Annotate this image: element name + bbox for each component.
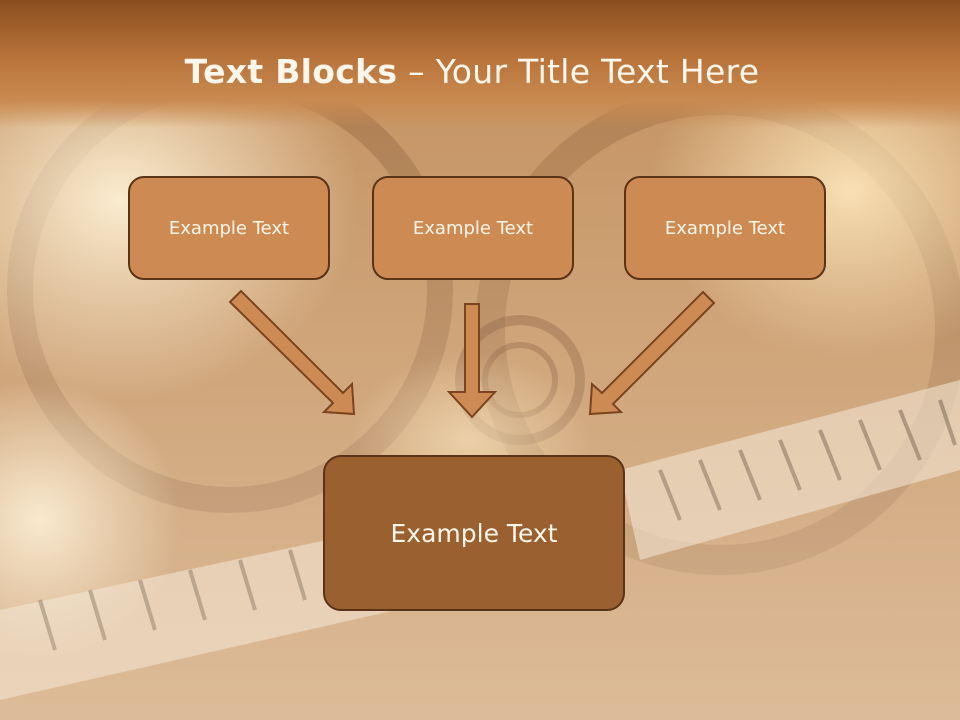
- text-block-2[interactable]: Example Text: [372, 176, 574, 280]
- title-bar: [0, 0, 960, 128]
- arrow-center: [446, 303, 498, 419]
- slide-title: Text Blocks – Your Title Text Here: [0, 52, 944, 91]
- text-block-3[interactable]: Example Text: [624, 176, 826, 280]
- text-block-1-label: Example Text: [168, 217, 290, 239]
- title-dash: –: [397, 52, 436, 91]
- text-block-3-label: Example Text: [664, 217, 786, 239]
- title-bold: Text Blocks: [184, 52, 398, 91]
- text-block-2-label: Example Text: [412, 217, 534, 239]
- target-block-label: Example Text: [390, 518, 558, 548]
- text-block-1[interactable]: Example Text: [128, 176, 330, 280]
- target-block[interactable]: Example Text: [323, 455, 625, 611]
- arrow-right: [588, 290, 716, 416]
- arrow-left: [228, 289, 356, 416]
- title-rest: Your Title Text Here: [435, 52, 760, 91]
